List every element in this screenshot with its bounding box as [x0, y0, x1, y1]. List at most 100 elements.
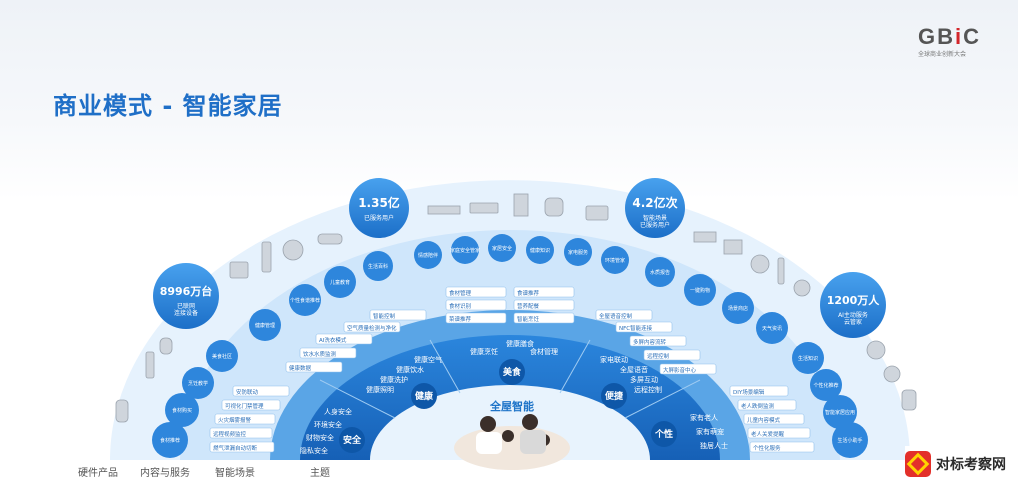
svg-text:食材购买: 食材购买 [172, 407, 192, 414]
svg-text:老人关爱提醒: 老人关爱提醒 [751, 430, 785, 438]
svg-text:一键购物: 一键购物 [690, 287, 710, 294]
svg-text:全屋语音: 全屋语音 [620, 365, 648, 374]
oven-icon [229, 261, 249, 279]
air-purifier-icon [115, 399, 129, 423]
svg-text:健康管理: 健康管理 [255, 322, 275, 329]
kpi-bubbles [153, 178, 886, 338]
kpi-value: 1.35亿 [358, 195, 400, 210]
content-chip-texts: 燃气泄漏自动切断 远程视频监控 火灾烟雾报警 可视化门禁管理 安防联动 健康数据… [213, 289, 785, 452]
footer-scenes: 智能场景 [215, 468, 255, 479]
svg-text:儿童内容模式: 儿童内容模式 [747, 416, 781, 424]
svg-text:饮水水质监测: 饮水水质监测 [303, 350, 337, 358]
kpi-value: 1200万人 [827, 293, 881, 307]
scene-label: 安全 [343, 434, 362, 446]
svg-text:DIY场景编辑: DIY场景编辑 [733, 388, 765, 396]
content-chips [209, 286, 815, 453]
washer-icon [282, 239, 304, 261]
center-label: 全屋智能 [489, 399, 534, 413]
svg-text:食谱推荐: 食谱推荐 [517, 289, 540, 297]
svg-text:家有萌宠: 家有萌宠 [696, 427, 724, 436]
svg-text:食材管理: 食材管理 [449, 289, 472, 297]
svg-text:健康饮水: 健康饮水 [396, 365, 424, 374]
svg-text:场景商店: 场景商店 [728, 305, 748, 312]
scene-label: 健康 [415, 390, 434, 402]
svg-text:食材推荐: 食材推荐 [160, 437, 180, 444]
svg-text:水质报告: 水质报告 [650, 269, 670, 276]
svg-text:家有老人: 家有老人 [690, 413, 718, 422]
svg-text:多屏内容流转: 多屏内容流转 [633, 338, 667, 346]
svg-text:家电联动: 家电联动 [600, 355, 628, 364]
fan-icon [793, 279, 811, 297]
svg-text:火灾烟雾报警: 火灾烟雾报警 [218, 416, 252, 424]
svg-text:大屏影音中心: 大屏影音中心 [663, 366, 697, 374]
svg-text:隐私安全: 隐私安全 [300, 446, 328, 455]
svg-text:远程视频监控: 远程视频监控 [213, 430, 247, 438]
svg-text:个性化推荐: 个性化推荐 [813, 382, 838, 389]
scene-dividers [319, 339, 701, 419]
svg-text:财物安全: 财物安全 [306, 433, 334, 442]
gbic-logo: GBiC 全球商业创新大会 [918, 24, 998, 59]
svg-text:人身安全: 人身安全 [324, 407, 352, 416]
scene-label: 便捷 [605, 390, 624, 402]
fridge-icon [261, 241, 272, 273]
scene-label-texts: 安全 健康 美食 便捷 个性 [343, 366, 673, 446]
service-chip-texts: 食材推荐 食材购买 烹饪教学 美食社区 健康管理 个性食谱推荐 儿童教育 生活百… [160, 245, 863, 444]
camera-icon [159, 337, 173, 355]
kpi-desc: AI主动服务云管家 [838, 311, 868, 326]
microwave-icon [585, 205, 609, 221]
scene-badges [339, 359, 677, 453]
cabinet-icon [513, 193, 529, 217]
scene-label: 个性 [654, 428, 673, 440]
svg-text:食材识别: 食材识别 [449, 302, 471, 310]
scene-label: 美食 [503, 366, 522, 378]
svg-text:健康空气: 健康空气 [414, 355, 442, 364]
svg-text:情感陪伴: 情感陪伴 [418, 252, 438, 259]
svg-text:安防联动: 安防联动 [236, 388, 259, 396]
humidifier-icon [883, 365, 901, 383]
svg-text:环境管家: 环境管家 [605, 257, 625, 264]
scene-item-texts: 人身安全 环境安全 财物安全 隐私安全 健康空气 健康饮水 健康洗护 健康照明 … [300, 339, 728, 455]
svg-text:烹饪教学: 烹饪教学 [188, 380, 208, 387]
svg-text:可视化门禁管理: 可视化门禁管理 [225, 402, 264, 410]
kettle-icon [901, 389, 917, 411]
svg-text:生活知识: 生活知识 [798, 355, 818, 362]
svg-text:智能家居应用: 智能家居应用 [825, 409, 855, 416]
range-hood-icon [427, 205, 461, 215]
svg-text:健康膳食: 健康膳食 [506, 339, 534, 348]
logo-text: GBiC [918, 24, 982, 49]
svg-text:菜谱推荐: 菜谱推荐 [449, 315, 472, 323]
lock-icon [145, 351, 155, 379]
svg-text:营养配餐: 营养配餐 [517, 302, 540, 310]
svg-text:生活百科: 生活百科 [368, 263, 388, 270]
water-heater-icon [317, 233, 343, 245]
svg-text:个性食谱推荐: 个性食谱推荐 [290, 297, 320, 304]
kpi-desc: 智能场景已服务用户 [640, 214, 670, 229]
kpi-texts: 8996万台 已联网连接设备 1.35亿 已服务用户 4.2亿次 智能场景已服务… [160, 195, 881, 326]
svg-text:生活小助手: 生活小助手 [837, 437, 862, 444]
watermark-badge: 对标考察网 [905, 446, 1018, 482]
air-conditioner-icon [777, 257, 785, 285]
svg-text:健康洗护: 健康洗护 [380, 375, 408, 384]
svg-text:多屏互动: 多屏互动 [630, 375, 658, 384]
kpi-desc: 已联网连接设备 [174, 302, 198, 317]
svg-text:智能控制: 智能控制 [373, 312, 396, 320]
svg-text:个性化服务: 个性化服务 [753, 444, 781, 452]
watermark-logo-icon [905, 451, 931, 477]
svg-text:环境安全: 环境安全 [314, 420, 342, 429]
svg-text:远程控制: 远程控制 [634, 385, 662, 394]
svg-text:独居人士: 独居人士 [700, 441, 728, 450]
svg-text:食材管理: 食材管理 [530, 347, 558, 356]
tv-icon [723, 239, 743, 255]
cooktop-icon [469, 202, 499, 214]
svg-text:老人跌倒监测: 老人跌倒监测 [741, 402, 775, 410]
svg-text:全屋语音控制: 全屋语音控制 [599, 312, 633, 320]
page-title: 商业模式 - 智能家居 [53, 92, 283, 120]
svg-text:远程控制: 远程控制 [647, 352, 670, 360]
svg-text:儿童教育: 儿童教育 [330, 279, 350, 286]
solar-panel-icon [693, 231, 717, 243]
footer-content: 内容与服务 [140, 468, 190, 479]
footer-theme: 主题 [310, 468, 330, 479]
svg-text:家电服务: 家电服务 [568, 249, 588, 256]
kpi-value: 8996万台 [160, 284, 213, 298]
